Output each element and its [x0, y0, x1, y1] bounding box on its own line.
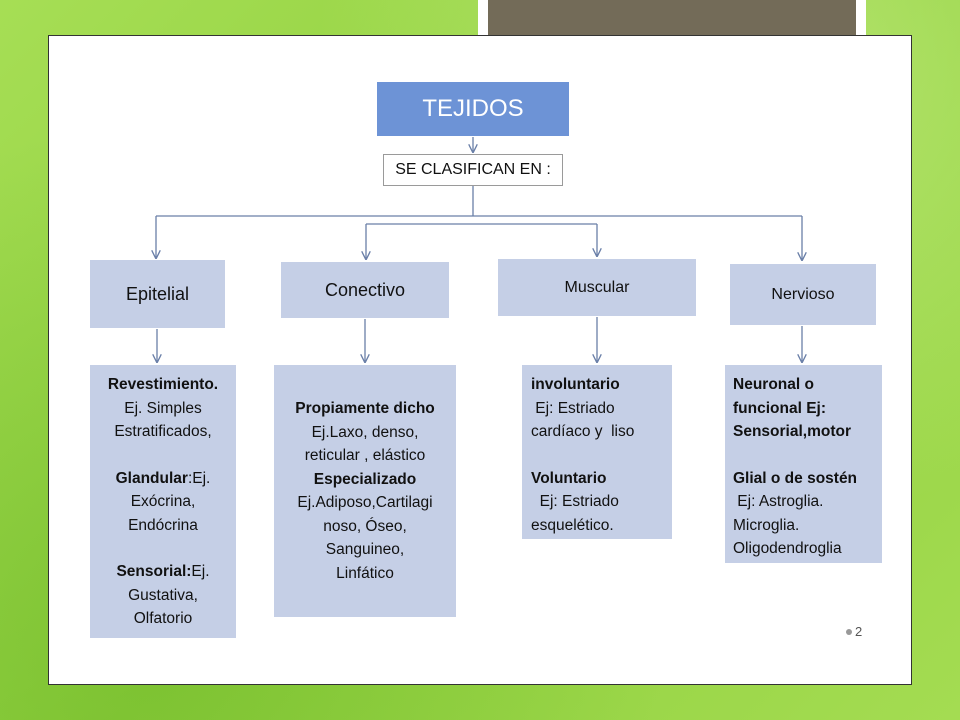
detail-text: reticular , elástico: [304, 447, 426, 464]
detail-line: Ej: Estriado: [531, 397, 672, 421]
page-number: 2: [855, 624, 863, 639]
detail-line: esquelético.: [531, 514, 672, 538]
detail-text: Ej: Estriado: [531, 493, 619, 510]
detail-text: cardíaco y liso: [531, 423, 635, 440]
detail-line: Sensorial,motor: [733, 420, 882, 444]
detail-line: Voluntario: [531, 467, 672, 491]
detail-line: Oligodendroglia: [733, 537, 882, 561]
detail-line: Revestimiento.: [90, 373, 236, 397]
detail-line: noso, Óseo,: [274, 515, 456, 539]
detail-text: Neuronal o: [733, 376, 814, 393]
detail-gap: [733, 444, 882, 467]
detail-text: Ej. Simples: [124, 399, 202, 417]
category-conectivo: Conectivo: [281, 262, 449, 318]
detail-line: Gustativa,: [90, 584, 236, 608]
detail-text: esquelético.: [531, 516, 614, 534]
detail-text: Olfatorio: [133, 610, 193, 627]
detail-text: Especializado: [313, 470, 417, 488]
detail-line: Glandular:Ej.: [90, 467, 236, 491]
detail-text: Voluntario: [531, 469, 607, 487]
detail-text: Ej: Estriado: [531, 399, 615, 417]
detail-line: involuntario: [531, 373, 672, 397]
detail-text: Linfático: [336, 564, 394, 582]
category-nervioso: Nervioso: [730, 264, 876, 325]
detail-gap: [90, 537, 236, 560]
detail-text: Estratificados,: [114, 423, 212, 440]
detail-muscular: involuntario Ej: Estriado cardíaco y liso…: [522, 365, 672, 539]
detail-text: Propiamente dicho: [295, 400, 435, 417]
detail-line: Neuronal o: [733, 373, 882, 397]
category-epitelial: Epitelial: [90, 260, 225, 328]
detail-line: Sensorial:Ej.: [90, 560, 236, 584]
detail-line: funcional Ej:: [733, 397, 882, 421]
detail-text: Endócrina: [128, 516, 198, 534]
detail-text: involuntario: [531, 376, 620, 393]
detail-line: Ej. Simples: [90, 397, 236, 421]
classify-node: SE CLASIFICAN EN :: [383, 154, 563, 186]
detail-line: Ej.Laxo, denso,: [274, 421, 456, 445]
detail-text: Glandular: [115, 469, 188, 487]
detail-line: reticular , elástico: [274, 444, 456, 468]
detail-line: Sanguineo,: [274, 538, 456, 562]
detail-gap: [531, 444, 672, 467]
detail-line: Ej: Estriado: [531, 490, 672, 514]
detail-line: Linfático: [274, 562, 456, 586]
detail-text: Gustativa,: [128, 586, 198, 604]
detail-line: Microglia.: [733, 514, 882, 538]
category-muscular: Muscular: [498, 259, 696, 316]
detail-gap: [90, 444, 236, 467]
detail-text: Ej.Laxo, denso,: [311, 423, 419, 441]
detail-line: Propiamente dicho: [274, 397, 456, 421]
root-node: TEJIDOS: [377, 82, 569, 136]
detail-text: Ej: Astroglia.: [733, 493, 824, 510]
detail-text: Revestimiento.: [107, 376, 219, 393]
detail-text: Sensorial,motor: [733, 423, 851, 440]
detail-text: Ej.Adiposo,Cartilagi: [297, 494, 433, 511]
detail-line: cardíaco y liso: [531, 420, 672, 444]
detail-text: noso, Óseo,: [323, 517, 407, 535]
page-number-dot: [846, 629, 852, 635]
detail-text: funcional Ej:: [733, 399, 826, 417]
detail-text: Microglia.: [733, 516, 800, 534]
detail-text: :Ej.: [187, 469, 211, 487]
detail-line: Glial o de sostén: [733, 467, 882, 491]
detail-line: Estratificados,: [90, 420, 236, 444]
detail-text: Ej.: [191, 563, 210, 580]
detail-text: Exócrina,: [130, 493, 196, 510]
detail-text: Oligodendroglia: [733, 540, 842, 557]
detail-line: Exócrina,: [90, 490, 236, 514]
detail-text: Sanguineo,: [325, 541, 405, 558]
detail-text: Sensorial:: [116, 563, 192, 580]
detail-text: Glial o de sostén: [733, 469, 858, 487]
detail-line: Olfatorio: [90, 607, 236, 631]
detail-line: Ej.Adiposo,Cartilagi: [274, 491, 456, 515]
detail-line: Especializado: [274, 468, 456, 492]
detail-line: Ej: Astroglia.: [733, 490, 882, 514]
detail-line: Endócrina: [90, 514, 236, 538]
